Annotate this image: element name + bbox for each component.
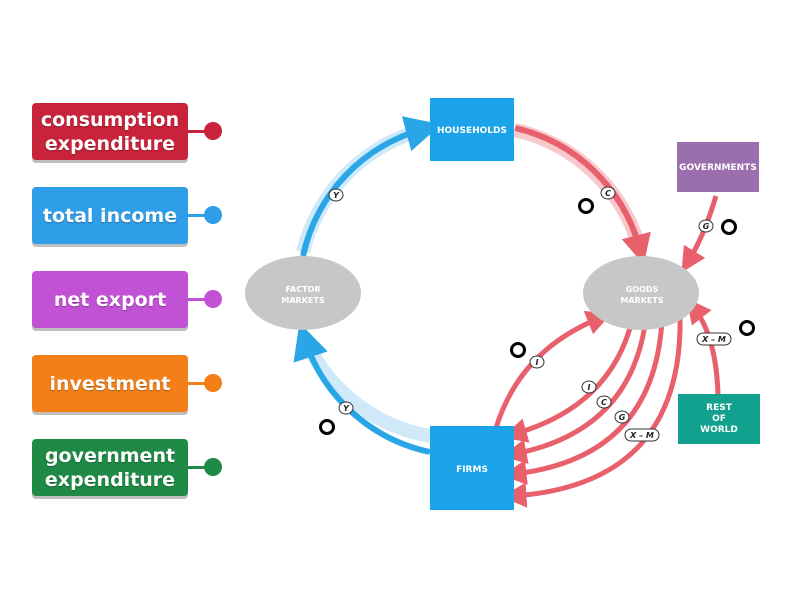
- goods-markets-node: [583, 256, 699, 330]
- svg-text:X – M: X – M: [701, 335, 726, 344]
- tag-i-mid: I: [581, 380, 597, 394]
- factor-markets-label-2: MARKETS: [281, 296, 324, 305]
- goods-markets-label-2: MARKETS: [620, 296, 663, 305]
- tag-i-left: I: [529, 355, 545, 369]
- svg-text:X – M: X – M: [629, 431, 654, 440]
- households-node: [430, 98, 514, 161]
- households-label: HOUSEHOLDS: [437, 126, 507, 136]
- flow-income-firms-to-factor: [293, 322, 431, 455]
- svg-text:C: C: [601, 398, 607, 407]
- svg-text:C: C: [605, 189, 611, 198]
- drop-target-government[interactable]: [721, 219, 737, 235]
- firms-node: [430, 426, 514, 510]
- label-net-export-text: net export: [53, 288, 167, 311]
- drop-target-consumption[interactable]: [578, 198, 594, 214]
- flow-halo-expenditure: [513, 123, 647, 252]
- flow-income-to-households: [300, 116, 442, 257]
- drop-target-net-export[interactable]: [739, 320, 755, 336]
- tag-c-top: C: [600, 186, 616, 200]
- flow-consumption-households-to-goods: [514, 125, 651, 265]
- label-investment[interactable]: investment: [32, 355, 188, 412]
- svg-text:I: I: [588, 383, 591, 392]
- factor-markets-label-1: FACTOR: [285, 285, 320, 294]
- label-investment-text: investment: [49, 372, 171, 395]
- drop-target-investment[interactable]: [510, 342, 526, 358]
- label-government-expenditure[interactable]: government expenditure: [32, 439, 188, 496]
- flow-rest-of-world-to-goods: [686, 298, 721, 395]
- handle-consumption[interactable]: [204, 122, 222, 140]
- svg-text:Y: Y: [333, 191, 340, 200]
- connector-investment: [186, 382, 208, 385]
- handle-net-export[interactable]: [204, 290, 222, 308]
- governments-node: [677, 142, 759, 192]
- label-consumption-expenditure[interactable]: consumption expenditure: [32, 103, 188, 160]
- flow-goods-to-firms-4: [501, 313, 683, 508]
- flow-goods-to-firms-2: [501, 324, 648, 464]
- rest-of-world-label-3: WORLD: [700, 425, 738, 435]
- drop-target-total-income[interactable]: [319, 419, 335, 435]
- label-total-income[interactable]: total income: [32, 187, 188, 244]
- goods-markets-label-1: GOODS: [626, 285, 659, 294]
- connector-government: [186, 466, 208, 469]
- tag-xm-row: X – M: [696, 332, 732, 346]
- handle-investment[interactable]: [204, 374, 222, 392]
- flow-goods-to-firms-1: [501, 327, 633, 443]
- label-total-income-text: total income: [42, 204, 178, 227]
- rest-of-world-node: [678, 394, 760, 444]
- rest-of-world-label-1: REST: [706, 403, 733, 413]
- tag-c-mid: C: [596, 395, 612, 409]
- svg-text:G: G: [619, 413, 626, 422]
- governments-label: GOVERNMENTS: [679, 163, 757, 173]
- tag-y-bottom: Y: [338, 401, 354, 415]
- factor-markets-node: [245, 256, 361, 330]
- flow-investment-firms-to-goods: [493, 311, 612, 429]
- firms-label: FIRMS: [456, 465, 488, 475]
- connector-consumption: [186, 130, 208, 133]
- svg-text:I: I: [536, 358, 539, 367]
- tag-g-gov: G: [698, 219, 714, 233]
- tag-xm-mid: X – M: [624, 428, 660, 442]
- handle-government[interactable]: [204, 458, 222, 476]
- connector-total-income: [186, 214, 208, 217]
- label-net-export[interactable]: net export: [32, 271, 188, 328]
- svg-text:Y: Y: [343, 404, 350, 413]
- label-government-expenditure-text: government expenditure: [44, 444, 176, 491]
- rest-of-world-label-2: OF: [712, 414, 726, 424]
- tag-y-top: Y: [328, 188, 344, 202]
- flow-goods-to-firms-3: [501, 319, 665, 485]
- label-consumption-expenditure-text: consumption expenditure: [40, 108, 180, 155]
- handle-total-income[interactable]: [204, 206, 222, 224]
- flow-government-to-goods: [681, 195, 719, 273]
- tag-g-mid: G: [614, 410, 630, 424]
- svg-text:G: G: [703, 222, 710, 231]
- connector-net-export: [186, 298, 208, 301]
